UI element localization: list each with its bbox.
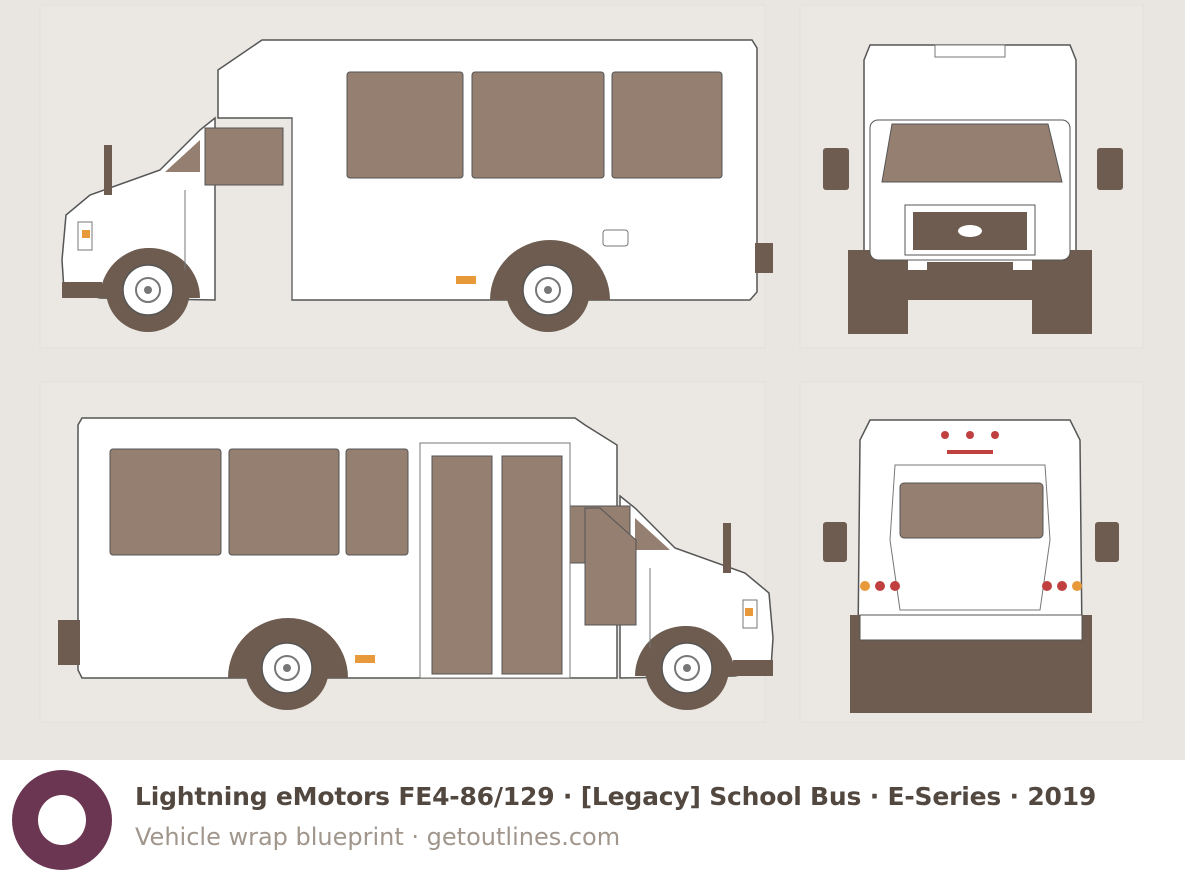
- bus-front-view: [823, 44, 1123, 334]
- site-logo-icon: [12, 770, 112, 870]
- bus-right-side-view: [58, 417, 774, 711]
- bus-left-side-view: [61, 39, 773, 333]
- caption-subtitle: Vehicle wrap blueprint · getoutlines.com: [135, 823, 621, 851]
- caption-title: Lightning eMotors FE4-86/129 · [Legacy] …: [135, 782, 1097, 811]
- blueprint-canvas: [0, 0, 1185, 760]
- bus-rear-view: [823, 419, 1119, 713]
- caption-bar: Lightning eMotors FE4-86/129 · [Legacy] …: [0, 760, 1185, 880]
